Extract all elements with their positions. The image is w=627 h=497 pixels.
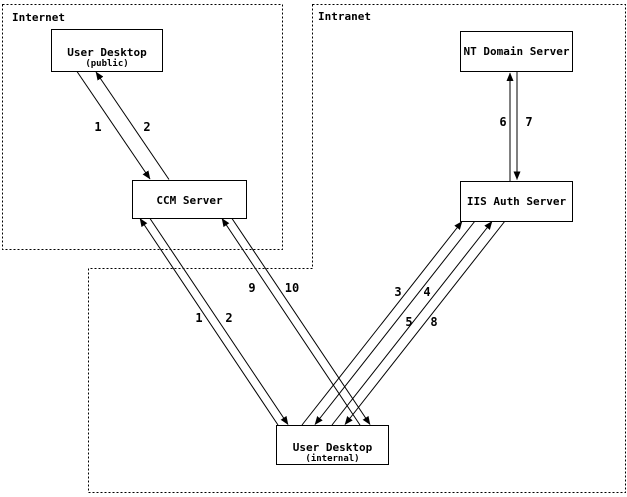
node-nt-domain-server-box: [460, 31, 573, 72]
internet-zone-label: Internet: [12, 11, 65, 24]
flow-label-1-public: 1: [94, 120, 101, 134]
flow-line-1-internaldesktop-to-ccm: [139, 218, 279, 426]
node-user-desktop-public-subtitle: (public): [85, 58, 128, 69]
node-user-desktop-internal-subtitle: (internal): [305, 453, 359, 464]
flow-label-9: 9: [248, 281, 255, 295]
flow-line-2-ccm-to-publicdesktop: [95, 71, 170, 180]
node-user-desktop-public-box: [51, 29, 163, 72]
flow-label-5: 5: [405, 315, 412, 329]
flow-line-1-publicdesktop-to-ccm: [76, 71, 151, 180]
node-iis-auth-server-title: IIS Auth Server: [467, 195, 567, 208]
flow-label-7: 7: [525, 115, 532, 129]
flow-label-10: 10: [285, 281, 299, 295]
node-ccm-server-box: [132, 180, 247, 219]
node-user-desktop-internal-title: User Desktop: [293, 441, 373, 454]
node-user-desktop-public-title: User Desktop: [67, 46, 147, 59]
node-user-desktop-internal: User Desktop (internal): [276, 425, 389, 465]
flow-line-8-iis-to-internaldesktop: [344, 220, 506, 425]
intranet-zone-border: [88, 4, 626, 493]
flow-line-3-internaldesktop-to-iis: [301, 221, 463, 426]
node-ccm-server-title: CCM Server: [156, 194, 223, 207]
flow-line-4-iis-to-internaldesktop: [314, 220, 476, 425]
node-user-desktop-public: User Desktop (public): [51, 29, 163, 72]
node-iis-auth-server-box: [460, 181, 573, 222]
flow-line-10-ccm-to-internaldesktop: [231, 218, 371, 425]
flow-line-5-internaldesktop-to-iis: [331, 221, 493, 426]
flow-label-6: 6: [499, 115, 506, 129]
node-nt-domain-server-title: NT Domain Server: [464, 45, 570, 58]
node-ccm-server: CCM Server: [132, 180, 247, 219]
node-nt-domain-server: NT Domain Server: [460, 31, 573, 72]
flow-label-2-public: 2: [143, 120, 150, 134]
node-user-desktop-internal-box: [276, 425, 389, 465]
flow-label-8: 8: [430, 315, 437, 329]
flow-label-4: 4: [423, 285, 430, 299]
flow-line-2-ccm-to-internaldesktop: [149, 218, 289, 425]
flow-label-1-internal: 1: [195, 311, 202, 325]
node-iis-auth-server: IIS Auth Server: [460, 181, 573, 222]
internet-zone-border: [2, 4, 283, 250]
flow-label-3: 3: [394, 285, 401, 299]
flow-line-9-internaldesktop-to-ccm: [221, 218, 361, 426]
intranet-zone-label: Intranet: [318, 10, 371, 23]
flow-label-2-internal: 2: [225, 311, 232, 325]
